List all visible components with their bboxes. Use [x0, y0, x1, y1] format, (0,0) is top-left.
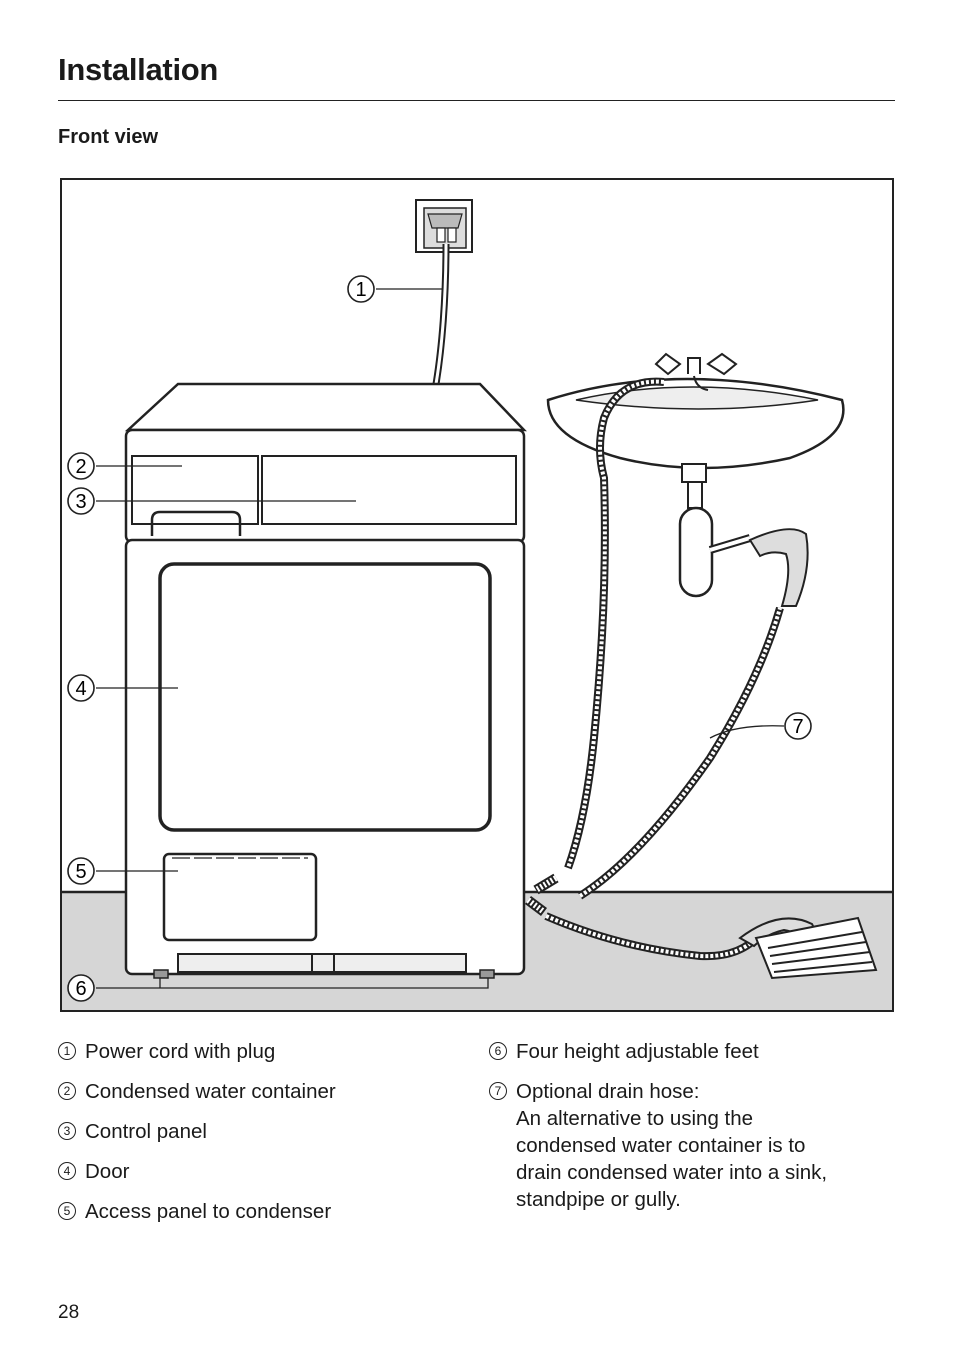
legend-text: Optional drain hose:	[516, 1080, 700, 1103]
page-title: Installation	[58, 52, 219, 87]
front-view-illustration: 1 2 3 4 5 6 7	[60, 178, 894, 1012]
condenser-access-panel	[162, 852, 318, 942]
floor-grate	[754, 916, 878, 980]
optional-drain-hose	[577, 528, 809, 900]
control-panel-area	[261, 455, 517, 525]
sink-trap	[678, 506, 714, 598]
legend-item-access-panel: 5 Access panel to condenser	[58, 1198, 458, 1225]
legend-text: Access panel to condenser	[85, 1200, 332, 1223]
figure-frame	[60, 178, 894, 1012]
legend-item-drain-hose: 7 Optional drain hose: An alternative to…	[489, 1078, 889, 1213]
foot-left	[153, 969, 169, 979]
svg-text:4: 4	[75, 678, 86, 700]
svg-text:6: 6	[75, 978, 86, 1000]
number-3-icon: 3	[58, 1122, 76, 1140]
foot-right	[479, 969, 495, 979]
number-1-icon: 1	[58, 1042, 76, 1060]
callout-2-icon: 2	[67, 452, 95, 480]
dryer-door	[158, 562, 492, 832]
legend-text: Control panel	[85, 1120, 207, 1143]
callout-5-icon: 5	[67, 857, 95, 885]
legend-text: Door	[85, 1160, 130, 1183]
svg-text:5: 5	[75, 861, 86, 883]
leader-lines	[96, 288, 785, 989]
callout-badges: 1 2 3 4 5 6 7	[67, 275, 812, 1002]
callout-3-icon: 3	[67, 487, 95, 515]
legend-text: Four height adjustable feet	[516, 1040, 759, 1063]
number-2-icon: 2	[58, 1082, 76, 1100]
legend-text: Power cord with plug	[85, 1040, 276, 1063]
callout-1-icon: 1	[347, 275, 375, 303]
legend-description: An alternative to using the condensed wa…	[516, 1107, 828, 1211]
legend-right-column: 6 Four height adjustable feet 7 Optional…	[489, 1038, 889, 1226]
callout-7-icon: 7	[784, 712, 812, 740]
sink	[546, 352, 845, 598]
callout-4-icon: 4	[67, 674, 95, 702]
plinth	[177, 953, 467, 973]
number-6-icon: 6	[489, 1042, 507, 1060]
number-4-icon: 4	[58, 1162, 76, 1180]
svg-text:1: 1	[355, 279, 366, 301]
number-5-icon: 5	[58, 1202, 76, 1220]
sink-hose	[533, 377, 665, 895]
legend-item-feet: 6 Four height adjustable feet	[489, 1038, 889, 1065]
number-7-icon: 7	[489, 1082, 507, 1100]
power-cord	[432, 243, 450, 385]
svg-text:3: 3	[75, 491, 86, 513]
legend-item-door: 4 Door	[58, 1158, 458, 1185]
legend-left-column: 1 Power cord with plug 2 Condensed water…	[58, 1038, 458, 1238]
dryer	[124, 382, 527, 979]
title-divider	[58, 100, 895, 101]
legend-item-power-cord: 1 Power cord with plug	[58, 1038, 458, 1065]
legend-item-control-panel: 3 Control panel	[58, 1118, 458, 1145]
faucet	[654, 352, 738, 391]
section-heading: Front view	[58, 126, 159, 148]
legend-text: Condensed water container	[85, 1080, 336, 1103]
svg-text:7: 7	[792, 716, 803, 738]
legend-item-water-container: 2 Condensed water container	[58, 1078, 458, 1105]
svg-text:2: 2	[75, 456, 86, 478]
page-number: 28	[58, 1302, 80, 1323]
drawer-handle	[150, 510, 242, 536]
callout-6-icon: 6	[67, 974, 95, 1002]
dryer-diagram: 1 2 3 4 5 6 7	[60, 178, 894, 1012]
